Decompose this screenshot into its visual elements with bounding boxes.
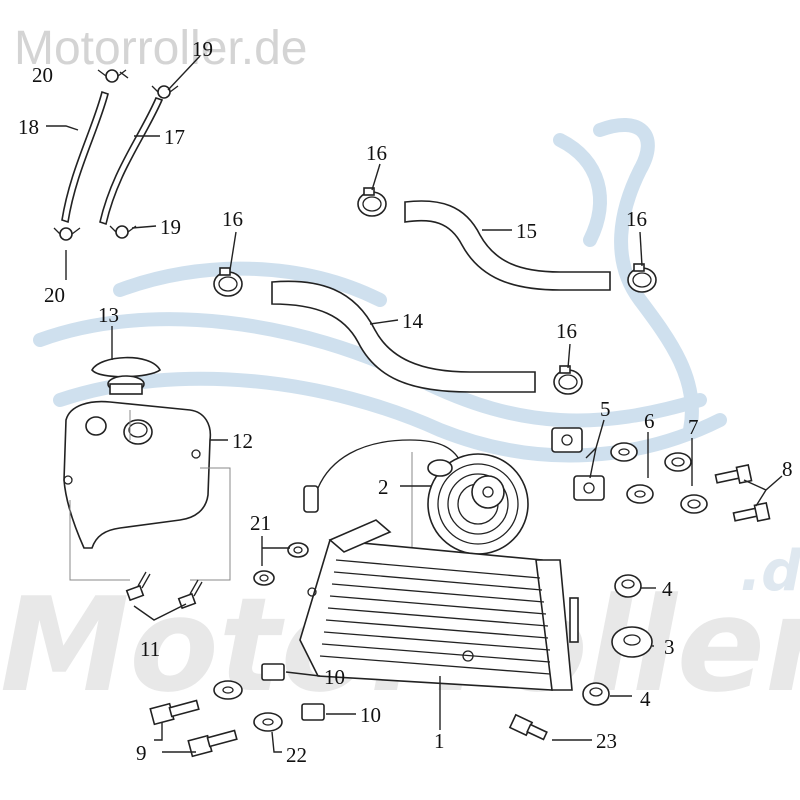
part-15-upper-hose: [404, 200, 611, 291]
part-2-cooling-fan: [303, 439, 529, 555]
callout-18: 18: [18, 115, 39, 139]
part-22-washer-upper: [213, 680, 243, 700]
part-7-washer-upper: [664, 452, 692, 472]
part-8-bolt-upper: [714, 463, 753, 485]
part-19-clip-top: [151, 85, 179, 99]
callout-22: 22: [286, 743, 307, 767]
part-16-clamp-d: [553, 365, 583, 395]
callout-8: 8: [782, 457, 793, 481]
part-5-clip-nut-lower: [573, 475, 605, 501]
callout-5: 5: [600, 397, 611, 421]
part-3-radiator-cap: [611, 626, 653, 658]
callout-3: 3: [664, 635, 675, 659]
part-9-bolt-lower: [187, 729, 238, 758]
callout-16-a: 16: [366, 141, 387, 165]
part-23-temperature-sensor: [508, 713, 548, 741]
watermark-top-text: Motorroller.de: [14, 22, 307, 75]
part-16-clamp-c: [627, 263, 657, 293]
callout-labels: 20 19 18 17 19 20 16 16 16 16 15 14 13 1…: [18, 37, 793, 767]
watermark-suffix-text: .de: [740, 539, 800, 604]
part-18-hose: [61, 90, 109, 224]
part-11-bolt-left: [125, 571, 151, 602]
part-5-clip-nut-upper: [551, 427, 583, 453]
assembly-guide-lines-left: [69, 410, 231, 581]
part-10-clip-nut-lower: [301, 703, 325, 721]
callout-11: 11: [140, 637, 160, 661]
part-20-clip-bottom: [53, 227, 81, 241]
part-22-washer-lower: [253, 712, 283, 732]
part-4-grommet-upper: [614, 574, 642, 598]
callout-16-b: 16: [222, 207, 243, 231]
callout-15: 15: [516, 219, 537, 243]
part-10-clip-nut-upper: [261, 663, 285, 681]
callout-21: 21: [250, 511, 271, 535]
part-11-bolt-right: [177, 579, 203, 610]
callout-leader-lines: [46, 55, 783, 753]
part-21-washer-lower: [253, 570, 275, 586]
part-16-clamp-b: [213, 267, 243, 297]
part-12-coolant-reservoir: [63, 400, 212, 549]
callout-7: 7: [688, 415, 699, 439]
callout-23: 23: [596, 729, 617, 753]
callout-4-upper: 4: [662, 577, 673, 601]
callout-6: 6: [644, 409, 655, 433]
part-6-washer-lower: [626, 484, 654, 504]
part-6-washer-upper: [610, 442, 638, 462]
callout-19-top: 19: [192, 37, 213, 61]
callout-12: 12: [232, 429, 253, 453]
callout-17: 17: [164, 125, 185, 149]
callout-1: 1: [434, 729, 445, 753]
callout-20-bottom: 20: [44, 283, 65, 307]
callout-14: 14: [402, 309, 424, 333]
callout-10-upper: 10: [324, 665, 345, 689]
part-8-bolt-lower: [732, 501, 771, 523]
part-7-washer-lower: [680, 494, 708, 514]
part-17-hose: [99, 97, 164, 226]
part-19-clip-bottom: [109, 225, 137, 239]
callout-10-lower: 10: [360, 703, 381, 727]
part-16-clamp-a: [357, 187, 387, 217]
part-4-grommet-lower: [582, 682, 610, 706]
part-9-bolt-upper: [149, 699, 200, 726]
callout-13: 13: [98, 303, 119, 327]
part-21-washer-upper: [287, 542, 309, 558]
callout-9: 9: [136, 741, 147, 765]
scooter-watermark-logo: [33, 118, 727, 463]
callout-19-bottom: 19: [160, 215, 181, 239]
part-1-radiator: [299, 519, 579, 691]
part-13-reservoir-cap: [91, 356, 162, 395]
callout-20-top: 20: [32, 63, 53, 87]
callout-16-d: 16: [556, 319, 577, 343]
callout-2: 2: [378, 475, 389, 499]
callout-4-lower: 4: [640, 687, 651, 711]
callout-16-c: 16: [626, 207, 647, 231]
part-14-lower-hose: [271, 280, 536, 393]
